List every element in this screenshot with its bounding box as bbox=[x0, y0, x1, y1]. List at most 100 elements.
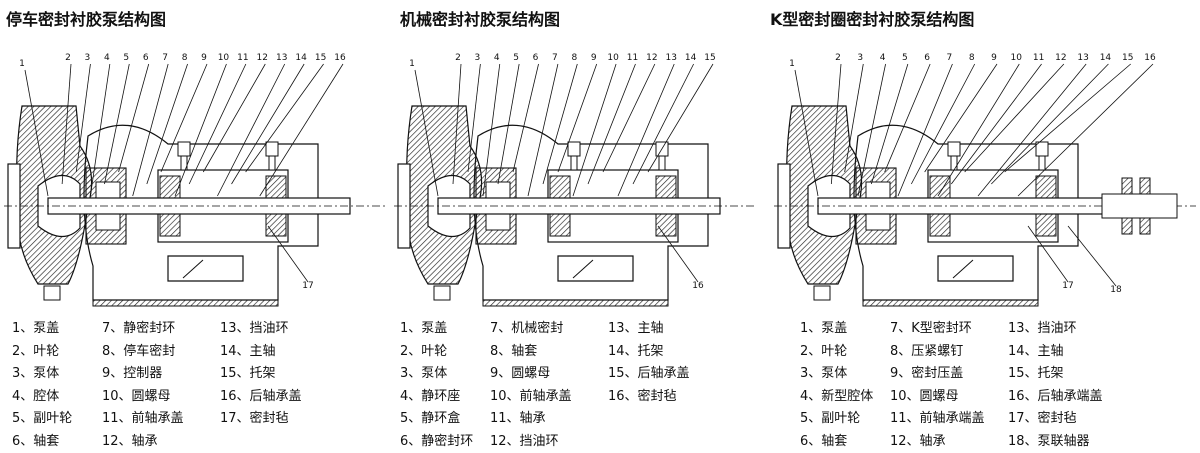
oil-cup bbox=[948, 142, 960, 156]
callout-number: 3 bbox=[85, 53, 91, 63]
legend-item: 11、前轴承盖 bbox=[102, 408, 184, 431]
callout-number: 7 bbox=[162, 53, 168, 63]
legend-item: 2、叶轮 bbox=[12, 341, 72, 364]
legend-item: 5、副叶轮 bbox=[800, 408, 873, 431]
legend-item: 1、泵盖 bbox=[800, 318, 873, 341]
callout-leader bbox=[1068, 226, 1116, 286]
coupling-hub bbox=[1102, 194, 1177, 218]
legend-item: 16、后轴承端盖 bbox=[1008, 386, 1103, 409]
callout-number: 8 bbox=[571, 53, 577, 63]
callout-leader bbox=[871, 64, 908, 184]
callout-number: 16 bbox=[692, 281, 704, 291]
drain-plug bbox=[814, 286, 830, 300]
legend-item: 4、腔体 bbox=[12, 386, 72, 409]
legend-item: 17、密封毡 bbox=[1008, 408, 1103, 431]
legend-item: 7、K型密封环 bbox=[890, 318, 985, 341]
oil-cup-stem bbox=[269, 156, 275, 170]
callout-number: 2 bbox=[65, 53, 71, 63]
callout-number: 5 bbox=[123, 53, 129, 63]
callout-number: 7 bbox=[552, 53, 558, 63]
callout-number: 1 bbox=[409, 59, 415, 69]
callout-number: 12 bbox=[257, 53, 268, 63]
callout-number: 10 bbox=[218, 53, 230, 63]
callout-number: 13 bbox=[1077, 53, 1088, 63]
drain-plug bbox=[434, 286, 450, 300]
legend-item: 14、主轴 bbox=[220, 341, 302, 364]
callout-number: 12 bbox=[1055, 53, 1066, 63]
base-foot bbox=[93, 300, 278, 306]
callout-number: 9 bbox=[991, 53, 997, 63]
legend-item: 10、前轴承盖 bbox=[490, 386, 572, 409]
callout-number: 2 bbox=[455, 53, 461, 63]
legend-item: 14、托架 bbox=[608, 341, 690, 364]
legend-item: 3、泵体 bbox=[800, 363, 873, 386]
legend-item: 7、静密封环 bbox=[102, 318, 184, 341]
legend-item: 18、泵联轴器 bbox=[1008, 431, 1103, 453]
legend-item: 6、轴套 bbox=[12, 431, 72, 453]
callout-leader bbox=[189, 64, 246, 184]
callout-leader bbox=[513, 64, 539, 172]
callout-number: 16 bbox=[1144, 53, 1156, 63]
callout-number: 13 bbox=[276, 53, 287, 63]
callout-number: 5 bbox=[902, 53, 908, 63]
legend-item: 12、轴承 bbox=[102, 431, 184, 453]
callout-number: 15 bbox=[1122, 53, 1133, 63]
oil-cup-stem bbox=[1039, 156, 1045, 170]
oil-cup-stem bbox=[659, 156, 665, 170]
callout-number: 5 bbox=[513, 53, 519, 63]
callout-leader bbox=[203, 64, 265, 172]
callout-number: 14 bbox=[685, 53, 697, 63]
callout-number: 10 bbox=[607, 53, 619, 63]
panel-title: 机械密封衬胶泵结构图 bbox=[400, 6, 560, 30]
callout-number: 14 bbox=[295, 53, 307, 63]
panel-title: K型密封圈密封衬胶泵结构图 bbox=[770, 6, 974, 30]
callout-number: 17 bbox=[302, 281, 313, 291]
oil-cup-stem bbox=[571, 156, 577, 170]
callout-number: 1 bbox=[789, 59, 795, 69]
legend-item: 4、静环座 bbox=[400, 386, 473, 409]
oil-cup bbox=[266, 142, 278, 156]
base-foot bbox=[483, 300, 668, 306]
legend-item: 4、新型腔体 bbox=[800, 386, 873, 409]
callout-number: 16 bbox=[334, 53, 346, 63]
callout-number: 4 bbox=[880, 53, 886, 63]
callout-number: 4 bbox=[104, 53, 110, 63]
legend-item: 3、泵体 bbox=[400, 363, 473, 386]
callout-number: 15 bbox=[315, 53, 326, 63]
callout-number: 13 bbox=[666, 53, 677, 63]
callout-number: 7 bbox=[947, 53, 953, 63]
frame-window-line bbox=[183, 260, 203, 278]
legend-item: 16、密封毡 bbox=[608, 386, 690, 409]
legend-item: 12、轴承 bbox=[890, 431, 985, 453]
legend-item: 2、叶轮 bbox=[400, 341, 473, 364]
callout-leader bbox=[1018, 64, 1153, 196]
legend-item: 8、压紧螺钉 bbox=[890, 341, 985, 364]
frame-window-line bbox=[573, 260, 593, 278]
oil-cup-stem bbox=[951, 156, 957, 170]
callout-leader bbox=[588, 64, 635, 184]
frame-window bbox=[558, 256, 633, 281]
callout-leader bbox=[232, 64, 305, 184]
callout-leader bbox=[260, 64, 343, 196]
oil-cup bbox=[178, 142, 190, 156]
oil-cup bbox=[568, 142, 580, 156]
callout-number: 15 bbox=[704, 53, 715, 63]
legend-item: 9、圆螺母 bbox=[490, 363, 572, 386]
legend-item: 10、圆螺母 bbox=[102, 386, 184, 409]
callout-number: 3 bbox=[475, 53, 481, 63]
callout-number: 2 bbox=[835, 53, 841, 63]
frame-window-line bbox=[953, 260, 973, 278]
frame-window bbox=[168, 256, 243, 281]
legend-item: 11、轴承 bbox=[490, 408, 572, 431]
callout-number: 8 bbox=[969, 53, 975, 63]
